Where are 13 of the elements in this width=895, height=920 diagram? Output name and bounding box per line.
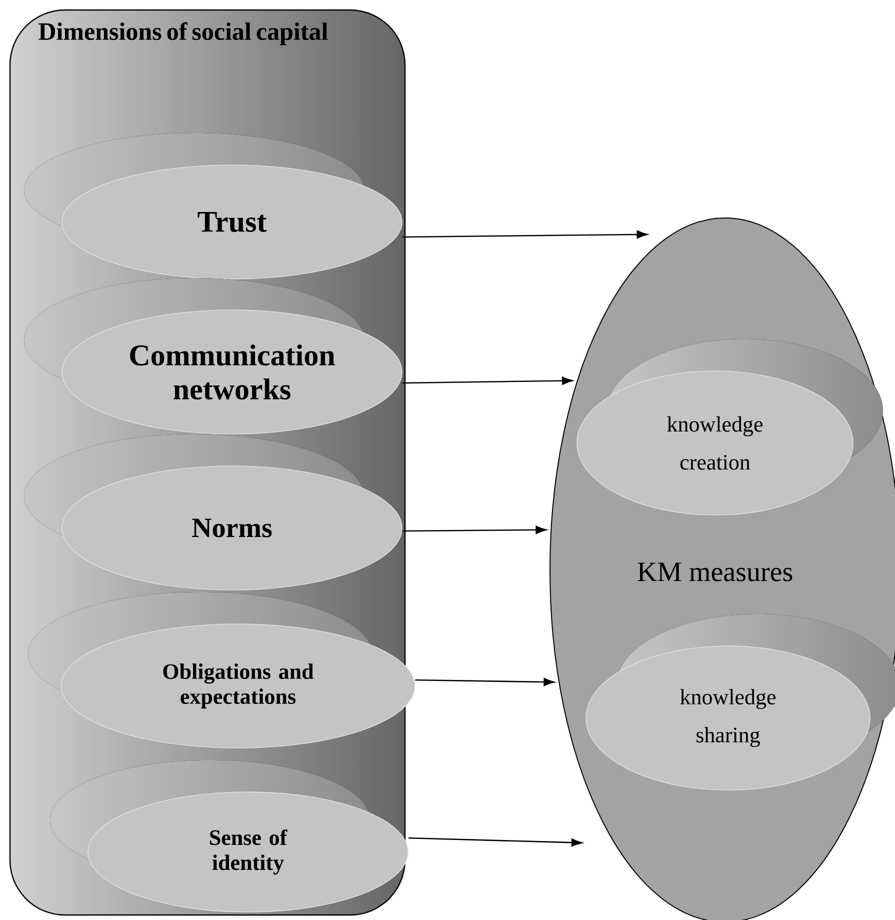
disc: Norms (24, 434, 402, 590)
arrow (402, 526, 546, 534)
disc: Obligations and expectations (28, 592, 416, 748)
disc: Communication networks (24, 278, 402, 434)
disc: knowledge sharing (586, 614, 895, 790)
node-label: Sense of identity (210, 829, 288, 875)
disc: Sense of identity (50, 760, 408, 912)
disc: Trust (24, 133, 402, 280)
arrow (415, 678, 554, 686)
disc: knowledge creation (576, 339, 883, 516)
arrow (402, 230, 648, 239)
arrow (408, 837, 582, 847)
arrow (402, 376, 573, 385)
